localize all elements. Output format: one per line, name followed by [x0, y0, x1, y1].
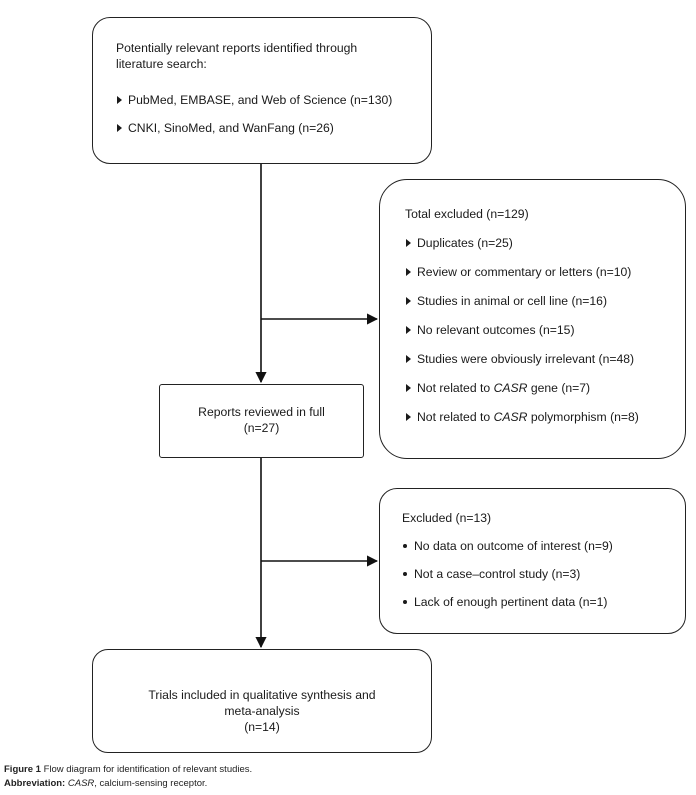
triangle-bullet-icon — [406, 384, 411, 392]
excluded-after-review-box: Excluded (n=13) No data on outcome of in… — [379, 488, 686, 634]
abbreviation-term: CASR — [67, 778, 95, 789]
abbreviation-note: Abbreviation: CASR, calcium-sensing rece… — [4, 778, 207, 789]
search-source-item: PubMed, EMBASE, and Web of Science (n=13… — [116, 92, 431, 108]
dot-bullet-icon — [403, 600, 407, 604]
triangle-bullet-icon — [406, 413, 411, 421]
search-heading: Potentially relevant reports identified … — [116, 41, 358, 71]
figure-label: Figure 1 — [4, 764, 41, 775]
reviewed-in-full-box: Reports reviewed in full (n=27) — [159, 384, 364, 458]
abbreviation-label: Abbreviation: — [4, 778, 66, 789]
gene-name: CASR — [493, 410, 528, 424]
exclusion-reason-item: Lack of enough pertinent data (n=1) — [402, 594, 685, 610]
total-excluded-box: Total excluded (n=129) Duplicates (n=25)… — [379, 179, 686, 459]
exclusion-reason-item: Studies were obviously irrelevant (n=48) — [405, 351, 685, 367]
exclusion-reason-item: No data on outcome of interest (n=9) — [402, 538, 685, 554]
triangle-bullet-icon — [406, 355, 411, 363]
reviewed-count: (n=27) — [243, 421, 280, 435]
dot-bullet-icon — [403, 544, 407, 548]
triangle-bullet-icon — [117, 124, 122, 132]
figure-caption: Figure 1 Flow diagram for identification… — [4, 764, 252, 775]
total-excluded-heading: Total excluded (n=129) — [405, 207, 529, 221]
included-label-line1: Trials included in qualitative synthesis… — [148, 688, 376, 702]
figure-caption-text: Flow diagram for identification of relev… — [40, 764, 253, 775]
excluded-heading: Excluded (n=13) — [402, 511, 492, 525]
triangle-bullet-icon — [406, 268, 411, 276]
gene-name: CASR — [493, 381, 528, 395]
triangle-bullet-icon — [406, 239, 411, 247]
triangle-bullet-icon — [406, 297, 411, 305]
triangle-bullet-icon — [117, 96, 122, 104]
search-source-item: CNKI, SinoMed, and WanFang (n=26) — [116, 120, 431, 136]
triangle-bullet-icon — [406, 326, 411, 334]
dot-bullet-icon — [403, 572, 407, 576]
reviewed-label: Reports reviewed in full — [198, 405, 325, 419]
exclusion-reason-item: Not a case–control study (n=3) — [402, 566, 685, 582]
included-studies-box: Trials included in qualitative synthesis… — [92, 649, 432, 753]
exclusion-reason-item: Duplicates (n=25) — [405, 235, 685, 251]
exclusion-reason-item: Not related to CASR polymorphism (n=8) — [405, 409, 685, 425]
included-label-line2: meta-analysis — [224, 704, 300, 718]
exclusion-reason-item: Review or commentary or letters (n=10) — [405, 264, 685, 280]
exclusion-reason-item: Not related to CASR gene (n=7) — [405, 380, 685, 396]
exclusion-reason-item: Studies in animal or cell line (n=16) — [405, 293, 685, 309]
abbreviation-text: , calcium-sensing receptor. — [94, 778, 208, 789]
search-results-box: Potentially relevant reports identified … — [92, 17, 432, 164]
included-count: (n=14) — [244, 720, 280, 734]
exclusion-reason-item: No relevant outcomes (n=15) — [405, 322, 685, 338]
